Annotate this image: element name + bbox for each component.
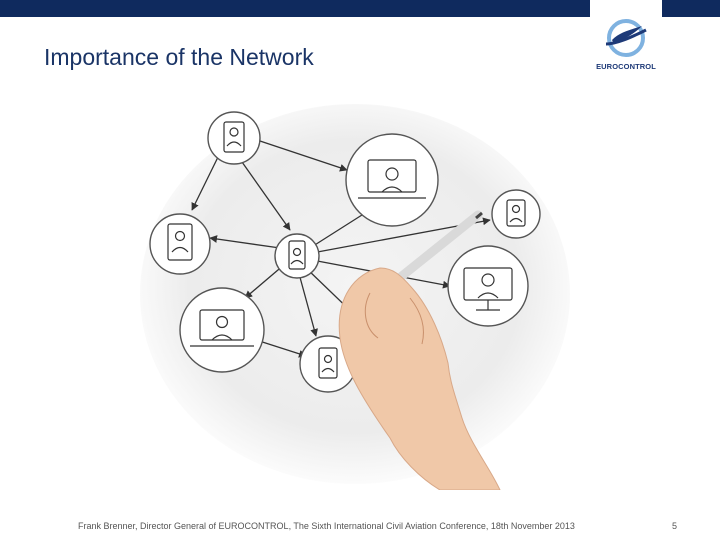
slide-title: Importance of the Network xyxy=(44,44,314,70)
user-node-laptop-bottom xyxy=(179,287,265,373)
tablet-icon xyxy=(167,223,193,261)
hand-with-pen xyxy=(338,210,501,490)
user-node-top xyxy=(207,111,261,165)
eurocontrol-logo: EUROCONTROL xyxy=(590,0,662,80)
phone-icon xyxy=(288,240,306,270)
monitor-icon xyxy=(463,267,513,311)
tablet-icon xyxy=(506,199,526,227)
phone-icon xyxy=(318,347,338,379)
laptop-icon xyxy=(358,159,426,199)
user-node-left xyxy=(149,213,211,275)
user-node-right-small xyxy=(491,189,541,239)
top-bar xyxy=(0,0,590,17)
eurocontrol-emblem-icon xyxy=(605,19,647,57)
laptop-icon xyxy=(190,309,254,347)
tablet-icon xyxy=(223,121,245,153)
footer-text: Frank Brenner, Director General of EUROC… xyxy=(78,521,575,531)
page-number: 5 xyxy=(672,521,678,531)
logo-text: EUROCONTROL xyxy=(596,62,656,71)
network-illustration xyxy=(140,104,570,490)
top-bar-right xyxy=(662,0,720,17)
